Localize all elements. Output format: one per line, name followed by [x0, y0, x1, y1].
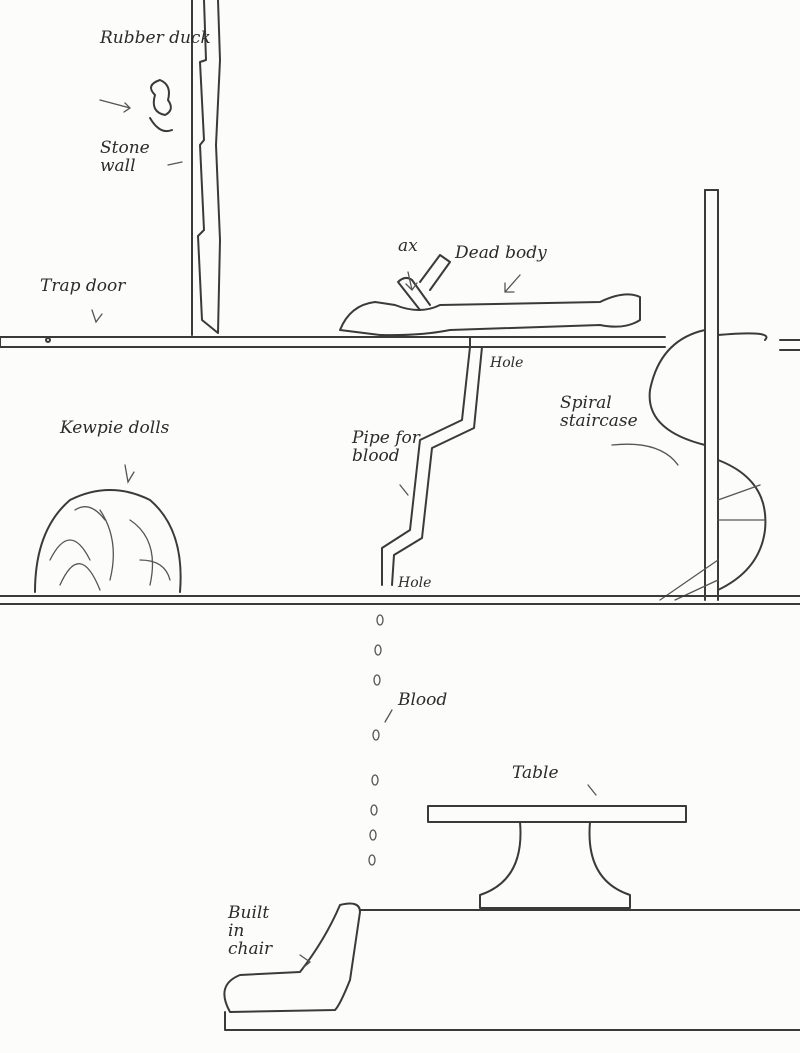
label-stone-wall: Stone wall [100, 138, 150, 176]
label-rubber-duck: Rubber duck [100, 28, 211, 48]
label-trap-door: Trap door [40, 276, 126, 296]
upper-floor [0, 336, 800, 351]
label-dead-body: Dead body [455, 243, 547, 263]
dead-body [339, 276, 641, 337]
built-in-chair [223, 902, 800, 1031]
label-pipe-for-blood: Pipe for blood [352, 428, 420, 466]
label-hole-top: Hole [490, 355, 524, 371]
label-blood: Blood [398, 690, 448, 710]
trap-door [45, 336, 161, 343]
ax [419, 254, 451, 291]
table [427, 805, 687, 909]
label-ax: ax [398, 236, 418, 256]
rubber-duck [149, 79, 173, 133]
blood-pipe [381, 346, 483, 586]
spiral-staircase [648, 189, 768, 601]
label-table: Table [512, 763, 559, 783]
middle-floor [0, 595, 800, 605]
kewpie-dolls-pile [34, 489, 182, 593]
label-kewpie-dolls: Kewpie dolls [60, 418, 170, 438]
label-spiral-staircase: Spiral staircase [560, 393, 638, 431]
label-arrows [91, 99, 679, 968]
label-hole-bottom: Hole [398, 575, 432, 591]
blood-drops [368, 614, 384, 866]
stone-wall [191, 0, 221, 336]
label-built-in-chair: Built in chair [228, 903, 273, 959]
